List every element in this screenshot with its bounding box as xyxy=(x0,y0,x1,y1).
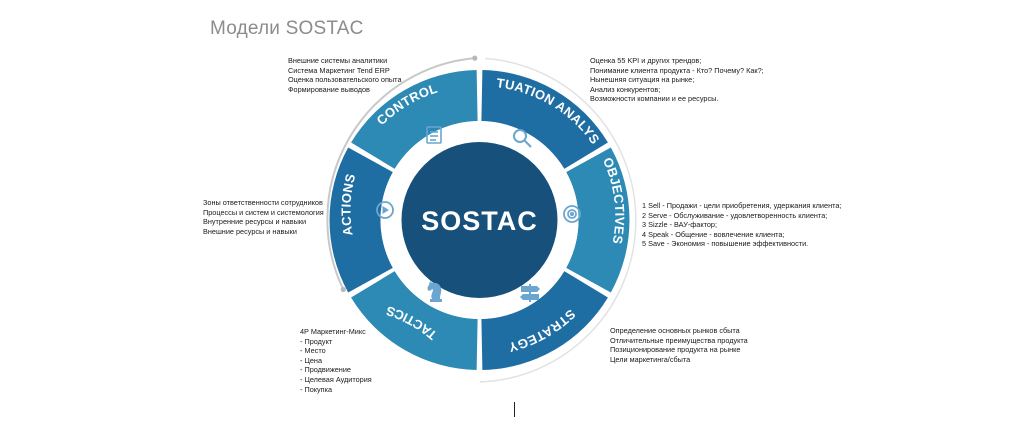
note-line: - Место xyxy=(300,346,326,356)
note-control: Внешние системы аналитики Система Маркет… xyxy=(288,56,402,94)
note-tactics: 4P Маркетинг-Микс - Продукт - Место - Це… xyxy=(300,327,372,394)
note-line: 4 Speak - Общение - вовлечение клиента; xyxy=(642,229,785,239)
ring-segment-strategy xyxy=(481,271,608,370)
note-line: Цели маркетинга/сбыта xyxy=(610,354,691,364)
segment-label-actions: ACTIONS xyxy=(338,172,358,237)
ring-segment-objectives xyxy=(566,147,630,293)
outer-arc-bottom-right xyxy=(479,57,637,383)
target-icon xyxy=(563,205,581,223)
note-line: Анализ конкурентов; xyxy=(590,84,661,94)
note-line: Оценка 55 KPI и других трендов; xyxy=(590,56,702,65)
arc-dot-left xyxy=(340,286,346,293)
note-line: Зоны ответственности сотрудников xyxy=(203,198,323,207)
text-cursor xyxy=(514,402,515,417)
note-line: Возможности компании и ее ресурсы. xyxy=(590,94,719,104)
checklist-icon xyxy=(426,126,442,144)
note-strategy: Определение основных рынков сбыта Отличи… xyxy=(610,326,748,364)
outer-arc-top-left xyxy=(326,57,475,290)
note-line: - Покупка xyxy=(300,384,333,394)
note-line: 5 Save - Экономия - повышение эффективно… xyxy=(642,239,809,249)
note-actions: Зоны ответственности сотрудников Процесс… xyxy=(203,198,324,236)
magnifier-icon xyxy=(513,129,532,148)
arc-dot-top xyxy=(472,55,478,61)
note-line: - Целевая Аудитория xyxy=(300,374,372,384)
note-line: Позиционирование продукта на рынке xyxy=(610,345,741,355)
page-title: Модели SOSTAC xyxy=(210,18,364,39)
note-line: Внутренние ресурсы и навыки xyxy=(203,217,307,227)
play-icon xyxy=(376,201,394,219)
center-label: SOSTAC xyxy=(421,206,538,236)
ring-segment-tactics xyxy=(351,271,478,370)
note-line: Формирование выводов xyxy=(288,84,370,94)
note-line: Понимание клиента продукта - Кто? Почему… xyxy=(590,65,764,75)
note-line: - Цена xyxy=(300,355,323,365)
note-line: 2 Serve - Обслуживание - удовлетвореннос… xyxy=(642,210,828,220)
ring-segments xyxy=(329,70,630,370)
signpost-icon xyxy=(520,284,540,302)
chess-knight-icon xyxy=(427,281,442,302)
note-line: Нынешняя ситуация на рынке; xyxy=(590,75,695,85)
note-objectives: 1 Sell - Продажи - цели приобретения, уд… xyxy=(642,201,841,249)
note-line: Процессы и систем и системология xyxy=(203,207,324,217)
note-situation-analysis: Оценка 55 KPI и других трендов; Понимани… xyxy=(590,56,764,104)
ring-segment-actions xyxy=(329,147,393,293)
ring-segment-situation xyxy=(481,70,608,169)
note-line: Определение основных рынков сбыта xyxy=(610,326,740,335)
note-line: Оценка пользовательского опыта xyxy=(288,75,402,85)
note-line: - Продвижение xyxy=(300,365,351,375)
note-line: Внешние ресурсы и навыки xyxy=(203,226,297,236)
ring-segment-control xyxy=(351,70,478,169)
note-line: 3 Sizzle - ВАУ-фактор; xyxy=(642,220,718,230)
note-line: Система Маркетинг Tend ERP xyxy=(288,65,390,75)
center-circle xyxy=(401,142,558,298)
note-line: 4P Маркетинг-Микс xyxy=(300,327,366,336)
note-line: - Продукт xyxy=(300,336,333,346)
note-line: 1 Sell - Продажи - цели приобретения, уд… xyxy=(642,201,842,210)
note-line: Отличительные преимущества продукта xyxy=(610,335,748,345)
note-line: Внешние системы аналитики xyxy=(288,56,388,65)
